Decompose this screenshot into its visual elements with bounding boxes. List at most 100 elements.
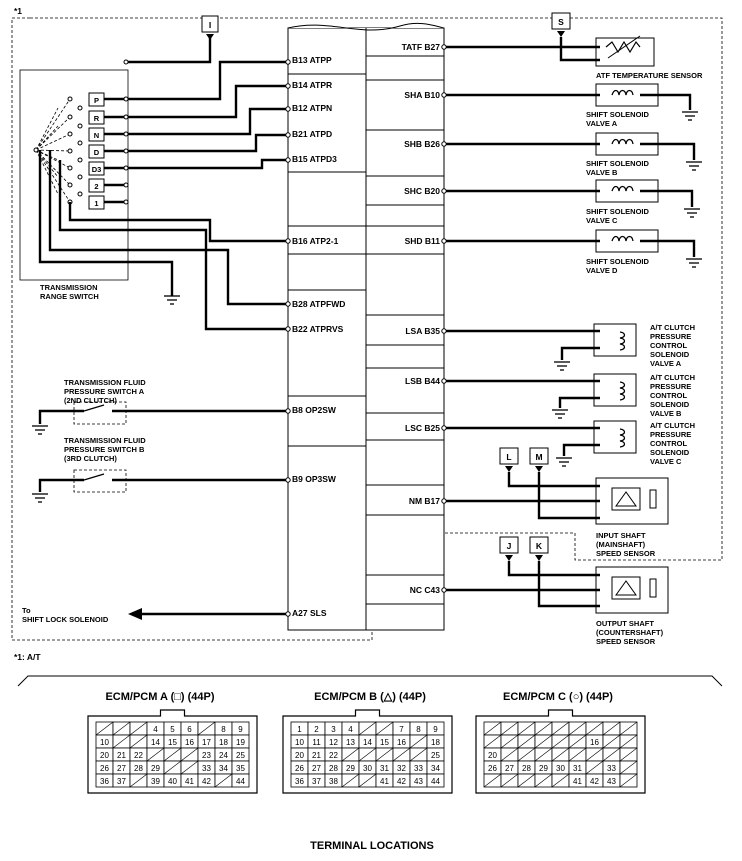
terminal-empty-mark [534, 721, 553, 736]
terminal-number: 33 [202, 764, 211, 773]
pin-lsc: LSC B25 [405, 423, 440, 433]
coil-icon-a [611, 89, 634, 96]
footer-title: TERMINAL LOCATIONS [310, 840, 434, 852]
wire-input-sensor-m [537, 472, 600, 520]
arrow-j [505, 555, 513, 561]
wire-input-sensor-l [507, 472, 600, 488]
wire-press-a-ground [38, 409, 84, 424]
terminal-number: 41 [380, 777, 389, 786]
terminal-number: 13 [346, 738, 355, 747]
terminal-empty-mark [409, 734, 428, 749]
connector-s-label: S [558, 17, 564, 27]
terminal-number: 18 [219, 738, 228, 747]
connector-i-label: I [209, 20, 211, 30]
terminal-number: 27 [312, 764, 321, 773]
sol-a-label-2: VALVE A [586, 119, 618, 128]
pin-tatf: TATF B27 [402, 42, 441, 52]
arrow-shift-lock [128, 608, 142, 620]
switch-label-1: 1 [94, 199, 98, 208]
terminal-number: 31 [380, 764, 389, 773]
terminal-empty-mark [483, 734, 502, 749]
switch-label-n: N [94, 131, 99, 140]
terminal-number: 26 [488, 764, 497, 773]
thermistor-arrow [607, 35, 641, 59]
thermistor-icon [605, 40, 641, 54]
terminal-number: 22 [329, 751, 338, 760]
terminal-number: 41 [573, 777, 582, 786]
terminal-empty-mark [568, 734, 587, 749]
terminal-number: 23 [202, 751, 211, 760]
sol-d-label-1: SHIFT SOLENOID [586, 257, 650, 266]
clutch-sol-b-box [593, 373, 637, 407]
input-sensor-resistor-icon [649, 489, 657, 509]
terminal-empty-mark [483, 773, 502, 788]
connector-b-title: ECM/PCM B (△) (44P) [314, 691, 426, 703]
pin-b15: B15 ATPD3 [292, 154, 337, 164]
arrow-k [535, 555, 543, 561]
terminal-number: 34 [219, 764, 228, 773]
pin-a27: A27 SLS [292, 608, 327, 618]
terminal-empty-mark [585, 760, 604, 775]
switch-connector-points [123, 59, 129, 205]
clutch-c-label-4: SOLENOID [650, 448, 690, 457]
wire-lsb-ground [558, 396, 600, 408]
terminal-empty-mark [163, 747, 182, 762]
terminal-number: 29 [151, 764, 160, 773]
terminal-number: 26 [295, 764, 304, 773]
connector-k [529, 536, 549, 554]
terminal-empty-mark [180, 760, 199, 775]
terminal-number: 18 [431, 738, 440, 747]
pin-nc: NC C43 [410, 585, 441, 595]
terminal-number: 4 [153, 725, 158, 734]
atf-sensor-box [595, 37, 655, 67]
terminal-empty-mark [358, 721, 377, 736]
pin-b16: B16 ATP2-1 [292, 236, 339, 246]
clutch-sol-c-box [593, 420, 637, 454]
terminal-number: 32 [397, 764, 406, 773]
terminal-number: 21 [117, 751, 126, 760]
wire-output-sensor-j [507, 561, 600, 577]
press-a-label-1: TRANSMISSION FLUID [64, 378, 146, 387]
sol-b-label-1: SHIFT SOLENOID [586, 159, 650, 168]
terminal-empty-mark [358, 747, 377, 762]
terminal-number: 8 [416, 725, 421, 734]
input-sensor-label-3: SPEED SENSOR [596, 549, 656, 558]
terminal-number: 44 [431, 777, 440, 786]
clutch-c-label-3: CONTROL [650, 439, 687, 448]
terminal-empty-mark [500, 734, 519, 749]
switch-label-r: R [94, 114, 100, 123]
terminal-empty-mark [585, 721, 604, 736]
range-switch-outline [19, 69, 129, 281]
sol-b-label-2: VALVE B [586, 168, 618, 177]
switch-label-2: 2 [94, 182, 98, 191]
terminal-number: 29 [539, 764, 548, 773]
terminal-empty-mark [375, 747, 394, 762]
terminal-empty-mark [551, 773, 570, 788]
terminal-cell [231, 773, 250, 788]
press-b-label-1: TRANSMISSION FLUID [64, 436, 146, 445]
output-sensor-resistor-icon [649, 578, 657, 598]
sol-d-label-2: VALVE D [586, 266, 618, 275]
press-switch-a-box [73, 401, 127, 425]
pin-b8: B8 OP2SW [292, 405, 337, 415]
sol-a-label-1: SHIFT SOLENOID [586, 110, 650, 119]
terminal-empty-mark [500, 773, 519, 788]
ground-clutch-c [556, 457, 572, 467]
at-boundary [11, 17, 723, 641]
range-switch-label-2: RANGE SWITCH [40, 292, 99, 301]
terminal-number: 40 [168, 777, 177, 786]
ground-clutch-b [552, 409, 568, 419]
terminal-number: 41 [185, 777, 194, 786]
clutch-b-label-5: VALVE B [650, 409, 682, 418]
terminal-number: 27 [117, 764, 126, 773]
ecm-pcm-break [287, 22, 445, 31]
terminal-empty-mark [197, 721, 216, 736]
wire-lsa-ground [560, 346, 600, 360]
pin-b22: B22 ATPRVS [292, 324, 344, 334]
pin-lsb: LSB B44 [405, 376, 440, 386]
output-sensor-label-2: (COUNTERSHAFT) [596, 628, 664, 637]
terminal-number: 14 [151, 738, 160, 747]
output-sensor-amp-icon [615, 580, 637, 596]
connector-k-label: K [536, 541, 543, 551]
